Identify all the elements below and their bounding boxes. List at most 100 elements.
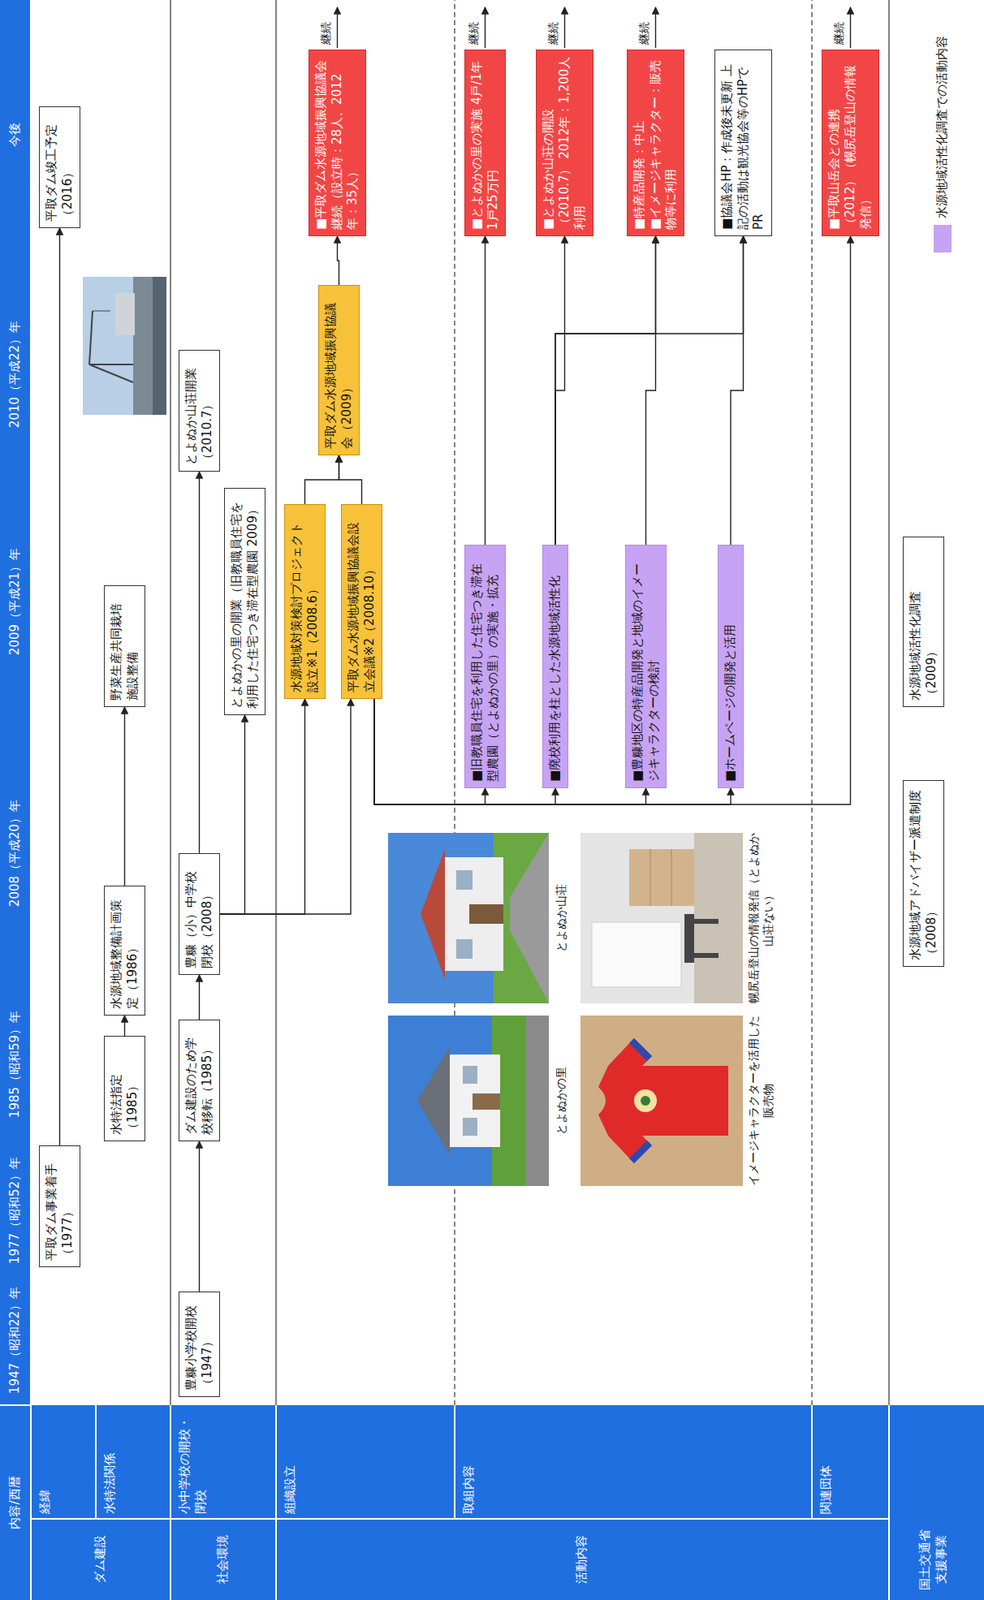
row-header: 小中学校の開校・閉校: [176, 1410, 209, 1515]
flow-arrow: [374, 699, 647, 805]
photo-caption: とよぬか山荘: [553, 832, 569, 1004]
result-box: ■とよぬか山荘の開設（2010.7） 2012年：1,200人利用: [535, 49, 594, 237]
lodge-room-photo: [580, 832, 743, 1004]
box-text: 水源地域アドバイザー派遣制度（2008）: [907, 786, 940, 961]
flow-arrow: [124, 707, 126, 886]
legend-text: 水源地域活性化調査での活動内容: [934, 35, 951, 219]
row-header: 水特法関係: [102, 1410, 119, 1515]
year-header: 2010（平成22）年: [7, 273, 24, 475]
event-box: 野菜生産共同栽培施設整備: [103, 585, 146, 708]
row-header: 組織設立: [282, 1410, 299, 1515]
box-text: ■協議会HP：作成後未更新 上記の活動は観光協会等のHPでPR: [719, 56, 768, 230]
flow-arrow: [220, 699, 351, 915]
box-text: ■廃校利用を柱とした水源地域活性化: [547, 551, 564, 782]
category-header: 活動内容: [574, 1522, 591, 1597]
result-box: ■特産品開発：中止■イメージキャラクター：販売物等に利用: [626, 49, 685, 237]
box-text: ■旧教職員住宅を利用した住宅つき滞在型農園（とよぬかの里）の実施・拡充: [469, 551, 501, 782]
continue-label: 継続: [466, 21, 481, 45]
box-text: 平取ダム竣工予定（2016）: [43, 112, 76, 222]
event-box: 豊糠小学校開校（1947）: [178, 1291, 221, 1398]
event-box: 平取ダム竣工予定（2016）: [38, 106, 81, 229]
event-box: とよぬか山荘開業（2010.7）: [178, 349, 221, 472]
organization-box: 平取ダム水源地域振興協議会設立会議※2（2008.10）: [340, 504, 383, 700]
flow-arrow: [198, 471, 200, 854]
flow-arrow: [220, 715, 246, 915]
event-box: 水源地域アドバイザー派遣制度（2008）: [902, 780, 945, 967]
box-text: とよぬか山荘開業（2010.7）: [183, 356, 216, 466]
category-header: 国土交通省 支援事業: [917, 1522, 950, 1597]
row-header-column: [30, 1405, 984, 1600]
box-text: とよぬかの里の開業（旧教職員住宅を利用した住宅つき滞在型農園 2009）: [228, 494, 261, 709]
continue-arrow: [336, 7, 338, 48]
legend-swatch: [933, 224, 952, 253]
flow-arrow: [555, 236, 744, 545]
continue-arrow: [564, 7, 566, 48]
event-box: 豊糠（小）中学校閉校（2008）: [178, 853, 221, 976]
box-text: 水源地域整備計画策定（1986）: [108, 892, 141, 1010]
year-header: 2009（平成21）年: [7, 484, 24, 719]
event-box: 水源地域整備計画策定（1986）: [103, 885, 146, 1016]
box-text: 平取ダム水源地域振興協議会設立会議※2（2008.10）: [345, 510, 378, 693]
box-text: ■ホームページの開発と活用: [722, 551, 739, 782]
year-header: 今後: [7, 4, 24, 264]
year-header: 1977（昭和52）年: [7, 1150, 24, 1271]
result-box: ■平取山岳会との連携（2012）（幌尻岳登山の情報発信）: [821, 49, 880, 237]
flow-arrow: [374, 236, 851, 805]
flow-arrow: [124, 1015, 126, 1036]
column-header: 内容/西暦: [7, 1410, 24, 1596]
activity-box: ■豊糠地区の特産品開発と地域のイメージキャラクターの検討: [625, 544, 667, 789]
event-box: とよぬかの里の開業（旧教職員住宅を利用した住宅つき滞在型農園 2009）: [224, 487, 266, 716]
continue-arrow: [484, 7, 486, 48]
row-divider: [170, 0, 890, 1406]
row-header: 経緯: [37, 1410, 54, 1515]
event-box: 水源地域活性化調査（2009）: [902, 536, 945, 708]
event-box: 水特法指定（1985）: [103, 1035, 146, 1142]
organization-box: 平取ダム水源地域振興協議会（2009）: [318, 284, 360, 456]
flow-arrow: [305, 455, 340, 505]
box-text: 水源地域活性化調査（2009）: [907, 543, 940, 701]
flow-arrow: [337, 236, 340, 285]
result-box: ■とよぬかの里の実施 4戸/1年 1戸25万円: [464, 49, 506, 237]
box-text: ■平取山岳会との連携（2012）（幌尻岳登山の情報発信）: [826, 56, 875, 230]
result-box: ■平取ダム水源地域振興協議会 継続（設立時：28人、2012年：35人）: [308, 49, 367, 237]
box-text: ■豊糠地区の特産品開発と地域のイメージキャラクターの検討: [630, 551, 662, 782]
year-header: 2008（平成20）年: [7, 728, 24, 979]
box-text: ■とよぬか山荘の開設（2010.7） 2012年：1,200人利用: [540, 56, 589, 230]
note-box: ■協議会HP：作成後未更新 上記の活動は観光協会等のHPでPR: [714, 49, 773, 237]
box-text: ■特産品開発：中止: [631, 56, 648, 230]
box-text: 平取ダム水源地域振興協議会（2009）: [323, 291, 355, 449]
dam-photo: [82, 276, 167, 415]
continue-label: 継続: [318, 21, 333, 45]
category-header: ダム建設: [92, 1522, 109, 1597]
continue-label: 継続: [831, 21, 846, 45]
activity-box: ■廃校利用を柱とした水源地域活性化: [542, 544, 569, 789]
photo-caption: イメージキャラクターを活用した販売物: [746, 1015, 776, 1187]
box-text: ■イメージキャラクター：販売物等に利用: [647, 56, 680, 230]
flow-arrow: [220, 699, 306, 915]
box-text: 水源地域対策検討プロジェクト設立※1（2008.6）: [289, 510, 321, 693]
flow-arrow: [646, 236, 656, 545]
box-text: 水特法指定（1985）: [108, 1042, 141, 1136]
event-box: 平取ダム事業着手（1977）: [38, 1145, 81, 1268]
year-header: 1985（昭和59）年: [7, 988, 24, 1141]
flow-arrow: [198, 1141, 200, 1292]
box-text: 野菜生産共同栽培施設整備: [108, 591, 141, 701]
flow-arrow: [59, 228, 61, 1146]
lodge-photo: [388, 832, 549, 1004]
activity-box: ■旧教職員住宅を利用した住宅つき滞在型農園（とよぬかの里）の実施・拡充: [464, 544, 506, 789]
continue-arrow: [850, 7, 851, 48]
flow-arrow: [484, 236, 486, 545]
connector-group: [60, 228, 851, 1292]
organization-box: 水源地域対策検討プロジェクト設立※1（2008.6）: [284, 504, 326, 700]
photo-caption: とよぬかの里: [553, 1015, 569, 1187]
box-text: 豊糠（小）中学校閉校（2008）: [183, 859, 216, 969]
continue-arrow: [655, 7, 656, 48]
legend-row: 水源地域活性化調査での活動内容: [933, 35, 952, 253]
row-header: 取組内容: [461, 1410, 478, 1515]
box-text: 平取ダム事業着手（1977）: [43, 1152, 76, 1261]
continue-label: 継続: [636, 21, 652, 45]
header-divider: [0, 0, 890, 1600]
